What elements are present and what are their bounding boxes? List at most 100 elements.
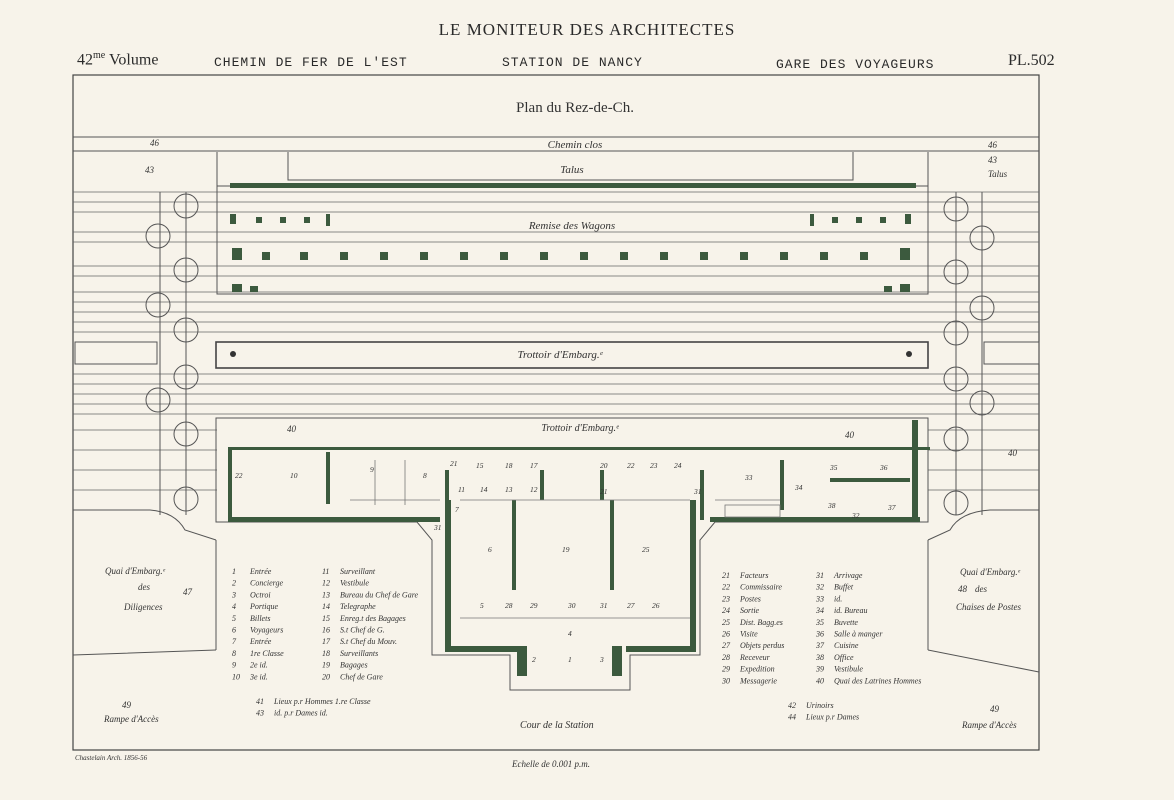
legend-label: id. p.r Dames id. bbox=[274, 709, 328, 718]
room-number: 12 bbox=[530, 485, 538, 494]
room-number: 36 bbox=[879, 463, 888, 472]
room-number: 24 bbox=[674, 461, 682, 470]
legend-number: 7 bbox=[232, 637, 237, 646]
legend-label: Entrée bbox=[249, 567, 272, 576]
legend-label: Chef de Gare bbox=[340, 672, 383, 681]
signature: Chastelain Arch. 1856-56 bbox=[75, 754, 148, 762]
railway-name: CHEMIN DE FER DE L'EST bbox=[214, 55, 408, 70]
num-40-a: 40 bbox=[287, 424, 297, 434]
legend-label: S.t Chef de G. bbox=[340, 626, 385, 635]
legend-number: 23 bbox=[722, 594, 730, 603]
room-number: 34 bbox=[794, 483, 803, 492]
label-rampe-left: Rampe d'Accès bbox=[103, 714, 159, 724]
scale-label: Echelle de 0.001 p.m. bbox=[511, 759, 590, 769]
legend-number: 4 bbox=[232, 602, 236, 611]
legend-number: 33 bbox=[815, 594, 824, 603]
legend-number: 20 bbox=[322, 672, 330, 681]
room-number: 37 bbox=[887, 503, 896, 512]
room-number: 9 bbox=[370, 465, 374, 474]
legend-number: 30 bbox=[721, 676, 730, 685]
legend-label: Telegraphe bbox=[340, 602, 376, 611]
legend-label: Sortie bbox=[740, 606, 760, 615]
turntables-left bbox=[145, 192, 199, 515]
volume-number: 42 bbox=[77, 51, 93, 69]
legend-number: 10 bbox=[232, 672, 240, 681]
label-talus-right: Talus bbox=[988, 169, 1008, 179]
label-quai-right-2: des bbox=[975, 584, 987, 594]
room-number: 19 bbox=[562, 545, 570, 554]
legend-label: Portique bbox=[249, 602, 278, 611]
platform-right-stub bbox=[983, 341, 1040, 365]
legend-number: 18 bbox=[322, 649, 330, 658]
legend-label: Vestibule bbox=[340, 579, 369, 588]
label-trottoir-low: Trottoir d'Embarg.ᵉ bbox=[541, 423, 619, 434]
legend-number: 2 bbox=[232, 579, 236, 588]
legend-label: Lieux p.r Hommes 1.re Classe bbox=[273, 697, 371, 706]
room-number: 22 bbox=[627, 461, 635, 470]
legend-label: Bagages bbox=[340, 661, 368, 670]
legend-number: 31 bbox=[815, 571, 824, 580]
legend-number: 16 bbox=[322, 626, 330, 635]
legend-number: 44 bbox=[788, 713, 796, 722]
room-number: 29 bbox=[530, 601, 538, 610]
num-47: 47 bbox=[183, 587, 193, 597]
room-number: 4 bbox=[568, 629, 572, 638]
legend-label: Cuisine bbox=[834, 641, 859, 650]
station-walls bbox=[228, 420, 930, 676]
legend-label: Postes bbox=[739, 594, 761, 603]
legend-number: 11 bbox=[322, 567, 329, 576]
plan-title: Plan du Rez-de-Ch. bbox=[516, 100, 634, 116]
legend-label: Visite bbox=[740, 630, 758, 639]
legend-number: 13 bbox=[322, 590, 330, 599]
room-number: 13 bbox=[505, 485, 513, 494]
room-number: 18 bbox=[505, 461, 513, 470]
legend-label: Expedition bbox=[739, 665, 775, 674]
legend-label: Messagerie bbox=[739, 676, 777, 685]
turntables-right bbox=[943, 192, 995, 516]
legend-number: 34 bbox=[815, 606, 824, 615]
legend-label: Octroi bbox=[250, 590, 271, 599]
label-quai-left-2: des bbox=[138, 582, 150, 592]
room-number: 5 bbox=[480, 601, 484, 610]
room-number: 2 bbox=[532, 655, 536, 664]
legend-number: 9 bbox=[232, 661, 236, 670]
room-number: 30 bbox=[567, 601, 576, 610]
legend-label: id. bbox=[834, 594, 842, 603]
legend-number: 12 bbox=[322, 579, 330, 588]
legend-label: Facteurs bbox=[739, 571, 768, 580]
num-40-c: 40 bbox=[1008, 448, 1018, 458]
legend-number: 25 bbox=[722, 618, 730, 627]
label-rampe-right: Rampe d'Accès bbox=[961, 720, 1017, 730]
legend-number: 6 bbox=[232, 626, 236, 635]
room-number: 28 bbox=[505, 601, 513, 610]
room-number: 26 bbox=[652, 601, 660, 610]
room-number: 25 bbox=[642, 545, 650, 554]
room-number: 22 bbox=[235, 471, 243, 480]
legend-label: Billets bbox=[250, 614, 270, 623]
legend-number: 40 bbox=[816, 676, 824, 685]
building-name: GARE DES VOYAGEURS bbox=[776, 57, 935, 72]
room-number: 31 bbox=[599, 601, 608, 610]
interior-partitions bbox=[350, 460, 781, 619]
legend-number: 39 bbox=[815, 665, 824, 674]
room-number: 20 bbox=[600, 461, 608, 470]
legend-number: 32 bbox=[815, 583, 824, 592]
legend-number: 37 bbox=[815, 641, 825, 650]
legend-label: Arrivage bbox=[833, 571, 863, 580]
num-46-right: 46 bbox=[988, 140, 998, 150]
volume-suffix: me bbox=[93, 50, 106, 61]
legend-label: 3e id. bbox=[249, 672, 268, 681]
legend-label: Salle à manger bbox=[834, 630, 883, 639]
room-number: 31 bbox=[693, 487, 702, 496]
room-number: 6 bbox=[488, 545, 492, 554]
room-number: 23 bbox=[650, 461, 658, 470]
legend-number: 24 bbox=[722, 606, 730, 615]
journal-title: LE MONITEUR DES ARCHITECTES bbox=[438, 20, 736, 39]
label-quai-left-1: Quai d'Embarg.ᵉ bbox=[105, 566, 166, 576]
room-number: 21 bbox=[600, 487, 608, 496]
legend-number: 28 bbox=[722, 653, 730, 662]
volume-word: Volume bbox=[108, 51, 159, 69]
legend-number: 5 bbox=[232, 614, 236, 623]
legend-label: 2e id. bbox=[250, 661, 268, 670]
